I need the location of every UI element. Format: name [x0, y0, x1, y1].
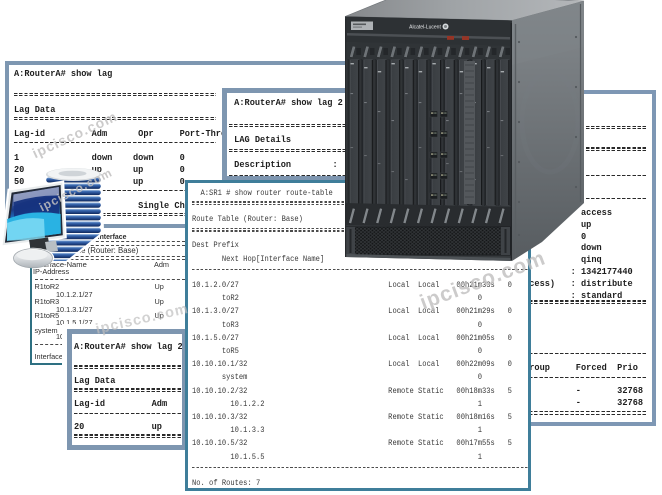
svg-text:Alcatel-Lucent: Alcatel-Lucent: [409, 25, 441, 31]
